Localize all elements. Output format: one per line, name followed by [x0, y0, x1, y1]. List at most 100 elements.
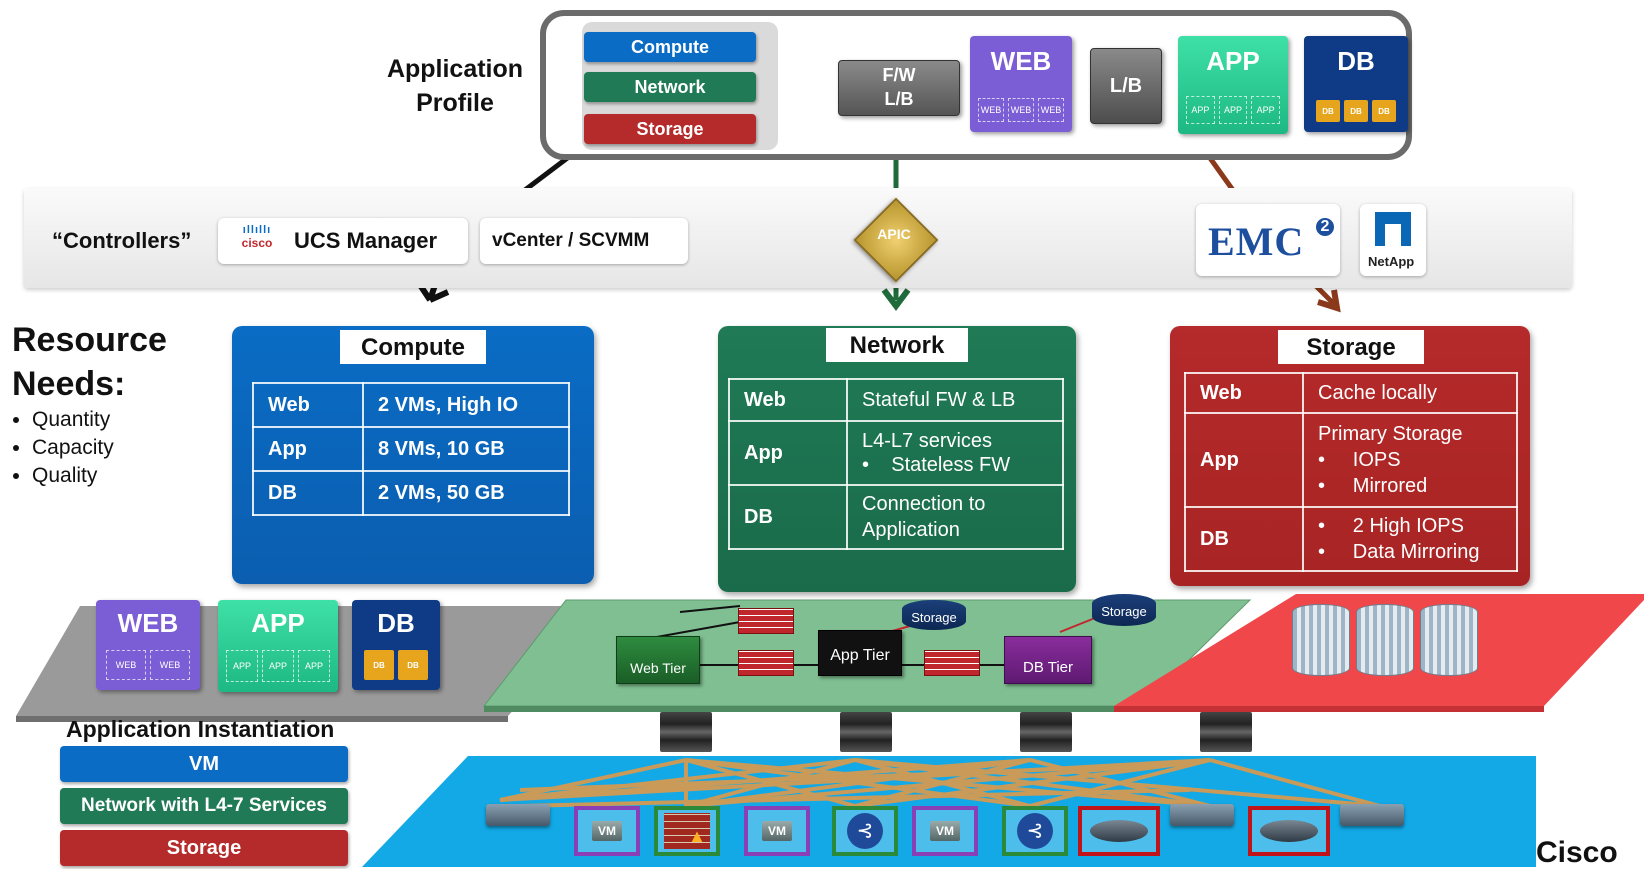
disk-array-icon: [1292, 604, 1350, 676]
profile-app-label: APP: [1206, 46, 1260, 76]
web-tier-node: Web Tier: [616, 636, 700, 684]
profile-db-slot: DB: [1372, 100, 1396, 122]
storage-cylinder-2: Storage: [1092, 594, 1156, 626]
profile-web-slot: WEB: [1008, 98, 1034, 122]
firewall-icon: [738, 650, 794, 676]
fabric-storage-device: [1248, 806, 1330, 856]
table-row: DB • 2 High IOPS • Data Mirroring: [1184, 506, 1518, 572]
cell-line: • Data Mirroring: [1318, 541, 1480, 563]
cisco-brand-text: Cisco: [1536, 836, 1618, 869]
resource-need-item: Quality: [32, 462, 114, 490]
instance-app-slot: APP: [262, 650, 294, 682]
vcenter-box: vCenter / SCVMM: [480, 218, 688, 264]
netapp-logo-box: NetApp: [1360, 204, 1426, 276]
fabric-vm-device: VM: [574, 806, 640, 856]
emc-logo-box: EMC 2: [1196, 204, 1340, 276]
instantiation-title: Application Instantiation: [66, 716, 335, 742]
table-cell: L4-L7 services• Stateless FW: [846, 420, 1064, 486]
fabric-firewall-device: ▲: [654, 806, 720, 856]
instance-web-slot: WEB: [106, 650, 146, 680]
disk-array-icon: [1420, 604, 1478, 676]
profile-app-slot: APP: [1186, 96, 1215, 124]
storage-cylinder-1: Storage: [902, 600, 966, 630]
instance-app-slot: APP: [298, 650, 330, 682]
instance-web-label: WEB: [117, 608, 179, 638]
cell-line: Connection to: [862, 493, 986, 515]
table-cell: 8 VMs, 10 GB: [362, 426, 570, 472]
resource-need-item: Quantity: [32, 406, 114, 434]
fabric-loadbalancer-device: ⊰: [832, 806, 898, 856]
instance-db-slot: DB: [398, 650, 428, 680]
instance-app-slot: APP: [226, 650, 258, 682]
cell-line: • 2 High IOPS: [1318, 515, 1464, 537]
db-tier-node: DB Tier: [1004, 636, 1092, 684]
table-cell: DB: [1184, 506, 1304, 572]
disk-icon: [1260, 820, 1318, 842]
firewall-icon: [924, 650, 980, 676]
storage-panel-title: Storage: [1278, 330, 1424, 364]
table-cell: Cache locally: [1302, 372, 1518, 414]
profile-web-label: WEB: [990, 46, 1052, 76]
app-tier-node: App Tier: [818, 630, 902, 676]
instance-db-label: DB: [377, 608, 415, 638]
network-panel-title: Network: [826, 328, 968, 362]
profile-lb-node: L/B: [1090, 48, 1162, 124]
instantiation-storage: Storage: [60, 830, 348, 866]
apic-controller: APIC: [852, 196, 939, 283]
fabric-storage-device: [1078, 806, 1160, 856]
table-cell: • 2 High IOPS • Data Mirroring: [1302, 506, 1518, 572]
instance-db-slot: DB: [364, 650, 394, 680]
table-cell: App: [1184, 412, 1304, 508]
load-balancer-icon: ⊰: [1017, 813, 1053, 849]
ucs-manager-label: UCS Manager: [294, 228, 438, 253]
fabric-vm-device: VM: [744, 806, 810, 856]
table-cell: Primary Storage• IOPS• Mirrored: [1302, 412, 1518, 508]
load-balancer-icon: ⊰: [847, 813, 883, 849]
table-cell: Stateful FW & LB: [846, 378, 1064, 422]
table-cell: 2 VMs, 50 GB: [362, 470, 570, 516]
legend-network: Network: [584, 72, 756, 102]
cell-line: • Mirrored: [1318, 475, 1428, 497]
application-profile-label: Application Profile: [386, 55, 524, 117]
firewall-icon: [738, 608, 794, 634]
vm-chip: VM: [592, 821, 622, 841]
emc-logo: EMC: [1208, 219, 1305, 264]
fabric-vm-device: VM: [912, 806, 978, 856]
vm-chip: VM: [930, 821, 960, 841]
profile-web-slot: WEB: [978, 98, 1004, 122]
table-cell: Web: [252, 382, 364, 428]
table-cell: App: [252, 426, 364, 472]
profile-app-slot: APP: [1251, 96, 1281, 124]
leaf-switch-icon: [1170, 804, 1234, 826]
firewall-flame-icon: ▲: [664, 813, 710, 849]
profile-db-slots: DB DB DB: [1312, 100, 1400, 122]
profile-web-tier: WEB WEB WEB WEB: [970, 36, 1072, 132]
legend-storage: Storage: [584, 114, 756, 144]
spine-switch-icon: [1020, 712, 1072, 752]
resource-needs-list: Quantity Capacity Quality: [8, 406, 114, 490]
cell-line: L4-L7 services: [862, 430, 993, 452]
netapp-label: NetApp: [1368, 254, 1415, 269]
profile-db-slot: DB: [1344, 100, 1368, 122]
instance-app-label: APP: [251, 608, 305, 638]
cell-line: • IOPS: [1318, 449, 1401, 471]
spine-switch-icon: [660, 712, 712, 752]
netapp-n-icon: [1375, 212, 1411, 246]
emc-logo-sup: 2: [1316, 218, 1334, 236]
resource-needs-title: Resource Needs:: [12, 321, 167, 403]
disk-icon: [1090, 820, 1148, 842]
